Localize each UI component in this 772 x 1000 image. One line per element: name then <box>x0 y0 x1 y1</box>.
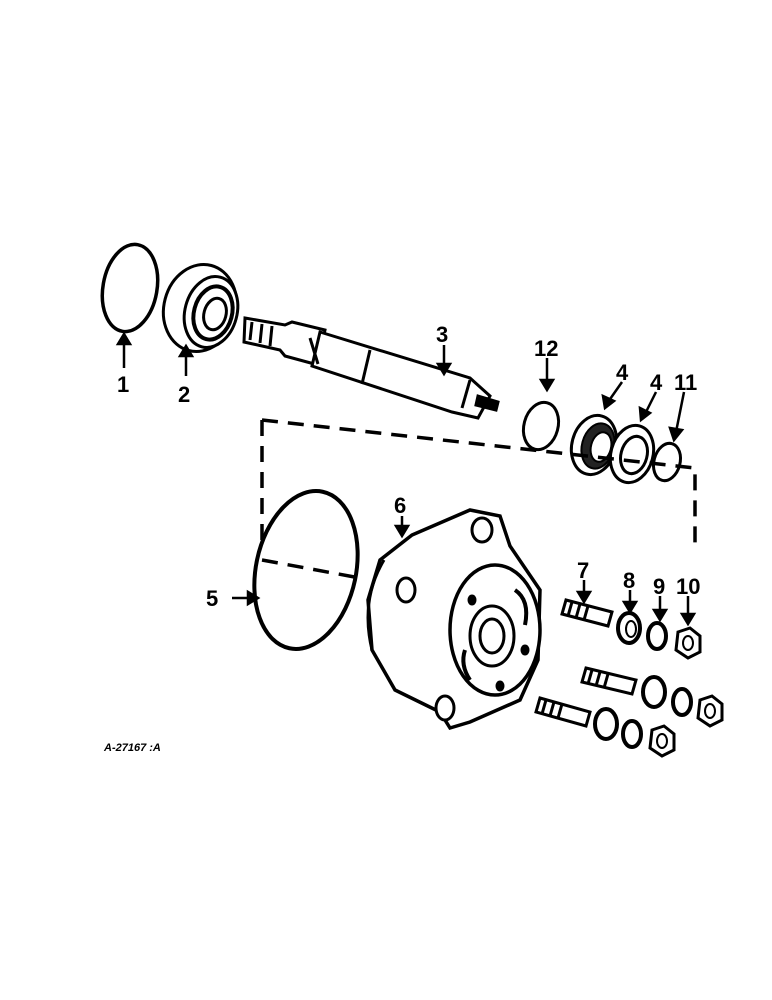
callout-4b: 4 <box>650 370 663 395</box>
callout-10: 10 <box>676 574 700 599</box>
callout-labels: 1 2 3 12 4 4 11 5 6 7 8 9 10 <box>117 322 700 611</box>
leader-arrows <box>115 331 697 627</box>
callout-12: 12 <box>534 336 558 361</box>
snap-ring-icon <box>100 242 160 334</box>
ball-bearing-icon <box>161 262 240 354</box>
callout-8: 8 <box>623 568 635 593</box>
lock-washer-icon <box>646 621 668 651</box>
stud-icon <box>580 666 638 696</box>
hex-nut-icon <box>696 694 724 728</box>
callout-1: 1 <box>117 372 129 397</box>
stud-icon <box>560 598 614 628</box>
washer-icon <box>616 611 642 645</box>
lock-washer-icon <box>621 719 643 749</box>
lock-washer-icon <box>671 687 693 717</box>
callout-5: 5 <box>206 586 218 611</box>
washer-icon <box>641 675 667 709</box>
shaft-icon <box>242 316 500 420</box>
snap-ring-icon <box>521 400 561 452</box>
callout-2: 2 <box>178 382 190 407</box>
callout-11: 11 <box>674 370 697 395</box>
gasket-ring-icon <box>252 489 360 651</box>
pump-cover-icon <box>366 508 542 731</box>
figure-id: A-27167 :A <box>103 742 161 754</box>
callout-6: 6 <box>394 493 406 518</box>
callout-7: 7 <box>577 558 589 583</box>
callout-9: 9 <box>653 574 665 599</box>
oil-seal-icon <box>608 423 656 485</box>
assembly-dash-line <box>260 418 697 580</box>
hex-nut-icon <box>648 724 676 758</box>
washer-icon <box>593 707 619 741</box>
callout-3: 3 <box>436 322 448 347</box>
hex-nut-icon <box>674 626 702 660</box>
callout-4a: 4 <box>616 360 629 385</box>
stud-icon <box>534 696 592 728</box>
